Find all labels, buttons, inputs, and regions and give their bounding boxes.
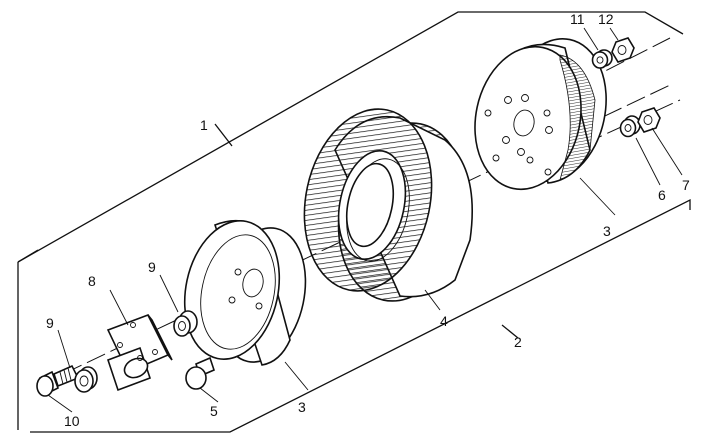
spacer-part bbox=[173, 310, 198, 337]
callout-12: 12 bbox=[598, 11, 614, 27]
top-washer-part bbox=[591, 49, 613, 69]
callout-10: 10 bbox=[64, 413, 80, 429]
callout-9-spacer: 9 bbox=[148, 259, 156, 275]
leader-lines bbox=[47, 27, 683, 413]
mounting-plate-part bbox=[106, 313, 173, 392]
assembly-bracket-side bbox=[17, 249, 39, 263]
subassembly-bracket-lower bbox=[30, 198, 691, 433]
left-shell-part bbox=[183, 219, 307, 366]
bracket-leader-2 bbox=[501, 324, 519, 339]
callout-11: 11 bbox=[570, 11, 585, 27]
callout-2: 2 bbox=[514, 334, 522, 350]
callout-labels: 1 2 3 3 3 4 5 6 7 8 9 9 10 11 12 bbox=[46, 11, 690, 429]
callout-3-left-shell: 3 bbox=[298, 399, 306, 415]
callout-1: 1 bbox=[200, 117, 208, 133]
assembly-bracket-upper bbox=[17, 11, 684, 430]
callout-3-right-shell: 3 bbox=[603, 223, 611, 239]
field-coil-part bbox=[303, 108, 473, 302]
callout-9-bolt: 9 bbox=[46, 315, 54, 331]
bolt-part bbox=[36, 364, 80, 397]
washer-part bbox=[74, 366, 98, 393]
callout-7: 7 bbox=[682, 177, 690, 193]
top-nut-part bbox=[611, 37, 635, 63]
callout-4: 4 bbox=[440, 313, 448, 329]
lower-nut-part bbox=[637, 107, 661, 133]
right-shell-part bbox=[474, 38, 607, 191]
callout-5: 5 bbox=[210, 403, 218, 419]
upper-stud-axis bbox=[559, 37, 671, 95]
bracket-leader-1 bbox=[214, 123, 233, 147]
lower-washer-part bbox=[619, 115, 641, 138]
callout-6: 6 bbox=[658, 187, 666, 203]
callout-8: 8 bbox=[88, 273, 96, 289]
screw-part bbox=[185, 356, 215, 390]
